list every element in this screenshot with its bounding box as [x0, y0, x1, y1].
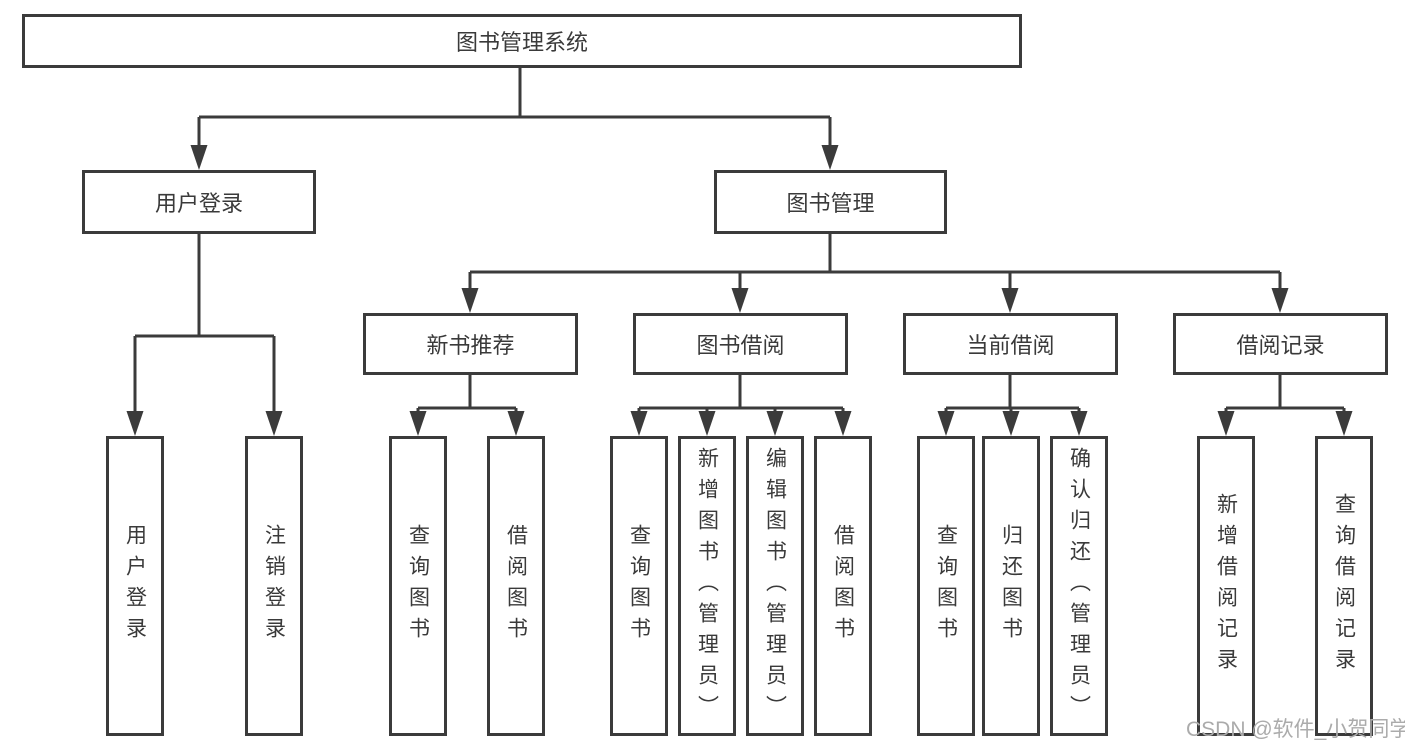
node-label: 借阅记录 — [1236, 333, 1325, 358]
leaf-confirm-return-admin: 确认归还（管理员） — [1050, 436, 1108, 736]
node-label: 借阅图书 — [504, 524, 528, 648]
node-label: 归还图书 — [999, 524, 1023, 648]
leaf-query-books: 查询图书 — [917, 436, 975, 736]
leaf-user-login: 用户登录 — [106, 436, 164, 736]
leaf-logout: 注销登录 — [245, 436, 303, 736]
node-label: 当前借阅 — [966, 333, 1055, 358]
leaf-return-books: 归还图书 — [982, 436, 1040, 736]
node-label: 查询借阅记录 — [1332, 493, 1356, 679]
node-label: 借阅图书 — [831, 524, 855, 648]
leaf-add-borrow-record: 新增借阅记录 — [1197, 436, 1255, 736]
node-label: 新增图书（管理员） — [695, 446, 719, 726]
leaf-borrow-books: 借阅图书 — [814, 436, 872, 736]
node-label: 查询图书 — [627, 524, 651, 648]
node-label: 编辑图书（管理员） — [763, 446, 787, 726]
node-label: 注销登录 — [262, 524, 286, 648]
node-label: 确认归还（管理员） — [1067, 446, 1091, 726]
node-label: 新书推荐 — [426, 333, 515, 358]
node-book-borrowing: 图书借阅 — [633, 313, 848, 375]
leaf-borrow-books: 借阅图书 — [487, 436, 545, 736]
node-book-management: 图书管理 — [714, 170, 947, 234]
node-library-management-system: 图书管理系统 — [22, 14, 1022, 68]
node-label: 图书管理 — [786, 191, 875, 216]
node-label: 用户登录 — [154, 191, 243, 216]
leaf-query-books: 查询图书 — [389, 436, 447, 736]
node-label: 用户登录 — [123, 524, 147, 648]
leaf-query-books: 查询图书 — [610, 436, 668, 736]
node-current-borrowing: 当前借阅 — [903, 313, 1118, 375]
watermark: CSDN @软件_小贺同学 — [1186, 718, 1405, 741]
leaf-add-books-admin: 新增图书（管理员） — [678, 436, 736, 736]
node-user-login: 用户登录 — [82, 170, 316, 234]
node-label: 新增借阅记录 — [1214, 493, 1238, 679]
node-label: 图书借阅 — [696, 333, 785, 358]
node-label: 查询图书 — [934, 524, 958, 648]
node-label: 查询图书 — [406, 524, 430, 648]
leaf-edit-books-admin: 编辑图书（管理员） — [746, 436, 804, 736]
node-new-book-recommendation: 新书推荐 — [363, 313, 578, 375]
node-label: 图书管理系统 — [455, 30, 588, 55]
leaf-query-borrow-record: 查询借阅记录 — [1315, 436, 1373, 736]
node-borrowing-records: 借阅记录 — [1173, 313, 1388, 375]
